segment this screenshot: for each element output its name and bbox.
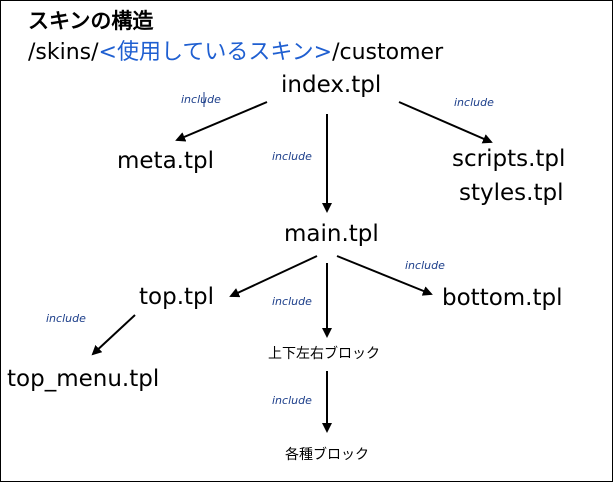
edge-label-index-meta: include	[181, 93, 221, 106]
edge-label-index-main: include	[272, 150, 312, 163]
node-various-blocks: 各種ブロック	[285, 447, 369, 463]
node-scripts: scripts.tpl	[452, 146, 566, 172]
arrow-main-bottom	[336, 255, 433, 296]
edge-label-index-scripts: include	[454, 96, 494, 109]
path-placeholder: <使用しているスキン>	[98, 40, 333, 65]
skin-path: /skins/<使用しているスキン>/customer	[28, 34, 443, 66]
edge-label-updown-various: include	[272, 394, 312, 407]
node-meta: meta.tpl	[117, 148, 214, 174]
edge-label-top-topmenu: include	[46, 312, 86, 325]
node-index: index.tpl	[281, 72, 382, 98]
node-updown-blocks: 上下左右ブロック	[268, 346, 380, 362]
node-styles: styles.tpl	[459, 180, 564, 206]
arrow-main-top	[229, 255, 318, 298]
node-bottom: bottom.tpl	[442, 285, 563, 311]
edge-label-main-bottom: include	[405, 259, 445, 272]
arrow-index-meta	[175, 101, 268, 142]
arrow-index-scripts	[398, 101, 493, 144]
edge-label-main-updown: include	[272, 295, 312, 308]
diagram-title: スキンの構造	[28, 9, 154, 33]
node-main: main.tpl	[284, 221, 379, 247]
path-suffix: /customer	[332, 40, 444, 65]
node-top: top.tpl	[139, 284, 215, 310]
arrow-top-topmenu	[91, 314, 136, 356]
path-prefix: /skins/	[28, 40, 99, 65]
node-top-menu: top_menu.tpl	[7, 366, 160, 392]
